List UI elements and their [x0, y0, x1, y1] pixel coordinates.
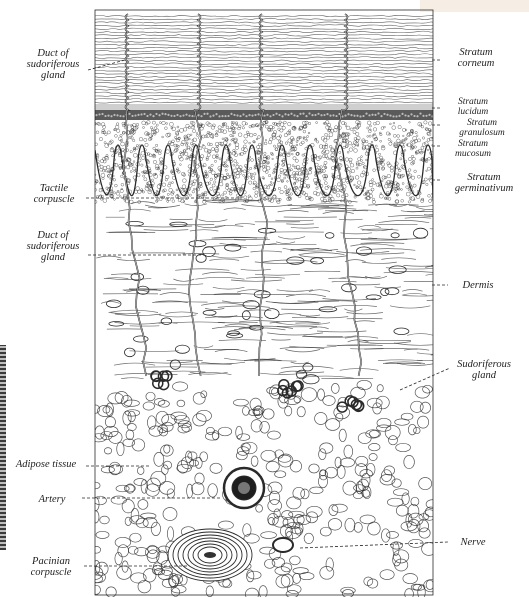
label-artery: Artery: [22, 494, 82, 505]
dermis-layer: [96, 200, 486, 384]
label-tactile-corpuscle: Tactile corpuscle: [22, 183, 86, 205]
label-stratum-germinativum: Stratum germinativum: [440, 172, 528, 194]
artery: [224, 468, 264, 508]
stratum-corneum-layer: [95, 15, 443, 103]
label-pacinian-corpuscle: Pacinian corpuscle: [18, 556, 84, 578]
label-sudoriferous-gland: Sudoriferous gland: [442, 359, 526, 381]
label-nerve: Nerve: [448, 537, 498, 548]
label-adipose-tissue: Adipose tissue: [4, 459, 88, 470]
label-duct-of-sudoriferous-gland-mid: Duct of sudoriferous gland: [18, 230, 88, 263]
label-stratum-mucosum: Stratum mucosum: [440, 140, 506, 159]
nerve: [273, 538, 293, 552]
label-duct-of-sudoriferous-gland-top: Duct of sudoriferous gland: [18, 48, 88, 81]
label-stratum-granulosum: Stratum granulosum: [442, 119, 522, 138]
stratum-lucidum-granulosum: [95, 104, 434, 120]
pacinian-corpuscle: [168, 529, 252, 581]
label-stratum-corneum: Stratum corneum: [440, 47, 512, 69]
label-stratum-lucidum: Stratum lucidum: [440, 98, 506, 117]
label-dermis: Dermis: [448, 280, 508, 291]
tissue-block-outline: [95, 10, 433, 595]
